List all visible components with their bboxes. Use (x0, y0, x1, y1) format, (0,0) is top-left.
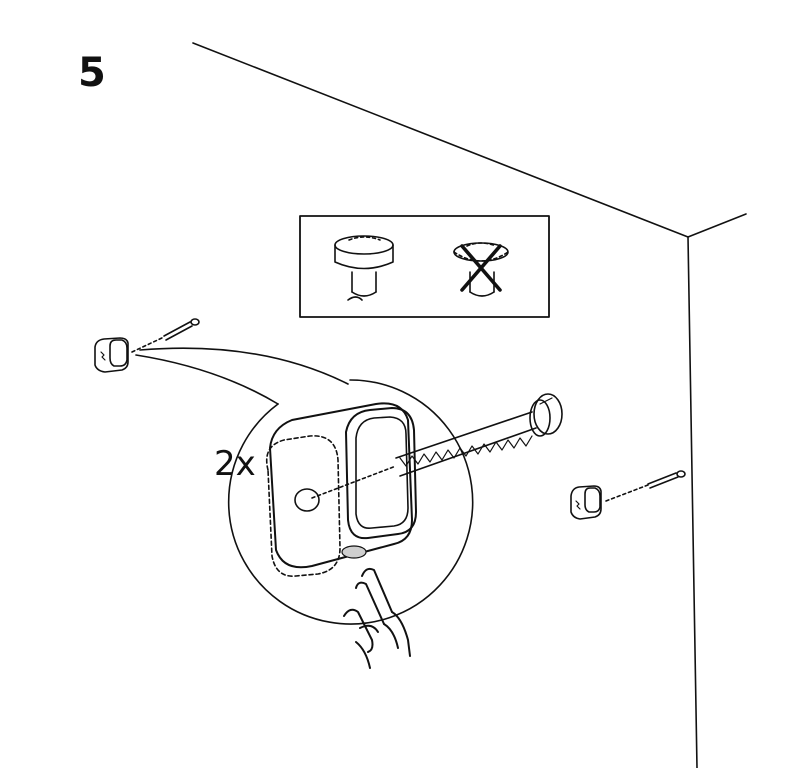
screw-head-comparison-box (300, 216, 549, 317)
right-bracket (571, 486, 601, 519)
step-number: 5 (78, 50, 106, 96)
left-bracket (95, 338, 128, 372)
magnified-callout (136, 348, 473, 624)
enlarged-screw (312, 394, 562, 498)
wall-corner (193, 43, 746, 768)
enlarged-bracket (267, 403, 416, 576)
pointing-hand-icon (344, 569, 410, 668)
screw-head-wrong-icon (454, 243, 508, 296)
quantity-label: 2x (214, 444, 256, 484)
left-screw (132, 319, 199, 352)
right-screw (606, 471, 685, 501)
screw-head-correct-icon (335, 236, 393, 300)
